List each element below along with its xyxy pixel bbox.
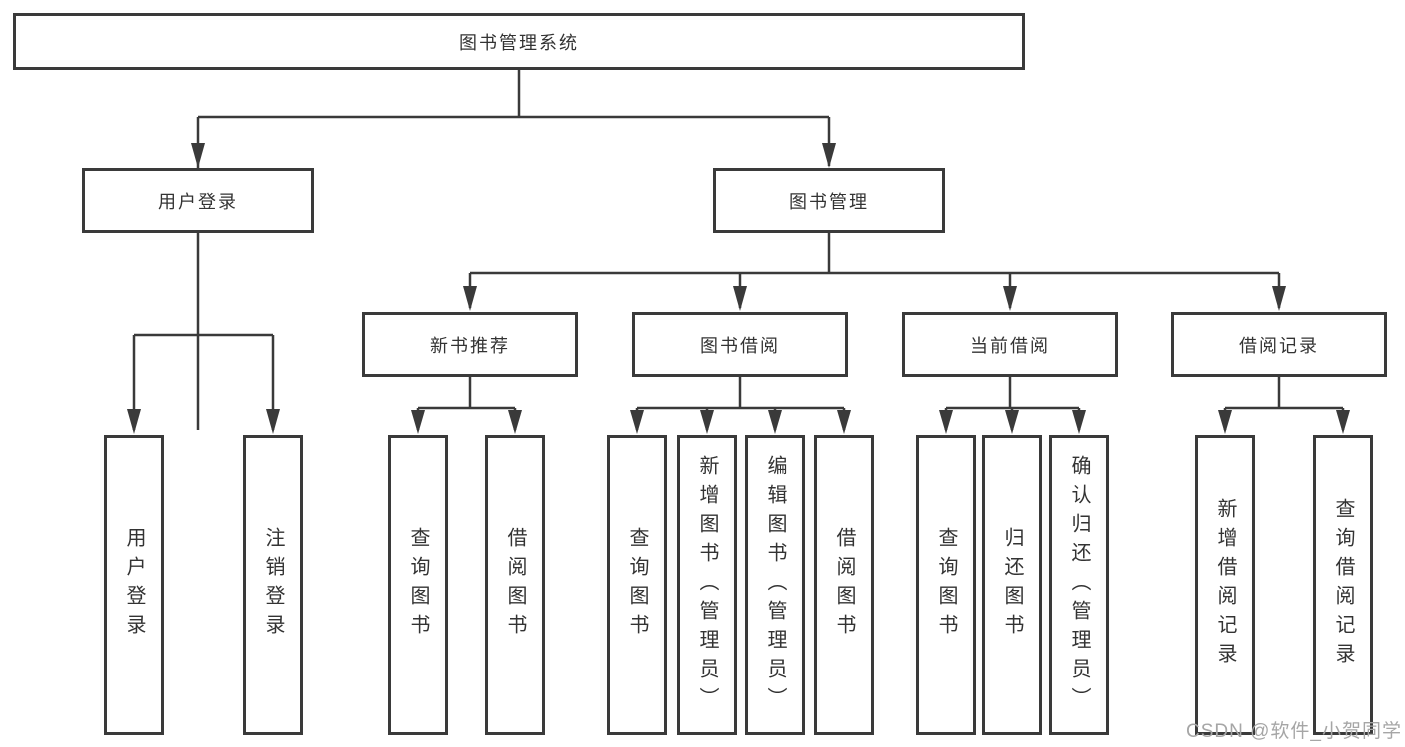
leaf-add-books-admin-label: 新增图书（管理员） (696, 454, 718, 716)
leaf-return-books: 归还图书 (982, 435, 1042, 735)
leaf-edit-books-admin-label: 编辑图书（管理员） (764, 454, 786, 716)
leaf-borrow-books-recommend: 借阅图书 (485, 435, 545, 735)
arrowhead-icon (700, 410, 714, 434)
arrowhead-icon (733, 286, 747, 311)
node-user-login-group: 用户登录 (82, 168, 314, 233)
leaf-confirm-return-admin: 确认归还（管理员） (1049, 435, 1109, 735)
arrowhead-icon (191, 143, 205, 168)
arrowhead-icon (939, 410, 953, 434)
node-book-borrowing: 图书借阅 (632, 312, 848, 377)
node-new-book-recommend: 新书推荐 (362, 312, 578, 377)
arrowhead-icon (1218, 410, 1232, 434)
leaf-logout-login-label: 注销登录 (262, 527, 284, 643)
leaf-user-login: 用户登录 (104, 435, 164, 735)
node-book-management: 图书管理 (713, 168, 945, 233)
arrowhead-icon (1072, 410, 1086, 434)
leaf-query-books-recommend-label: 查询图书 (407, 527, 429, 643)
leaf-borrow-books-recommend-label: 借阅图书 (504, 527, 526, 643)
leaf-borrow-books-borrowing: 借阅图书 (814, 435, 874, 735)
arrowhead-icon (463, 286, 477, 311)
leaf-add-borrow-record-label: 新增借阅记录 (1214, 498, 1236, 672)
leaf-add-books-admin: 新增图书（管理员） (677, 435, 737, 735)
arrowhead-icon (822, 143, 836, 168)
leaf-user-login-label: 用户登录 (123, 527, 145, 643)
arrowhead-icon (127, 409, 141, 434)
leaf-logout-login: 注销登录 (243, 435, 303, 735)
node-root: 图书管理系统 (13, 13, 1025, 70)
leaf-query-books-current: 查询图书 (916, 435, 976, 735)
watermark: CSDN @软件_小贺同学 (1186, 721, 1402, 742)
arrowhead-icon (411, 410, 425, 434)
arrowhead-icon (630, 410, 644, 434)
leaf-query-books-recommend: 查询图书 (388, 435, 448, 735)
arrowhead-icon (508, 410, 522, 434)
arrowhead-icon (1336, 410, 1350, 434)
leaf-return-books-label: 归还图书 (1001, 527, 1023, 643)
leaf-query-books-current-label: 查询图书 (935, 527, 957, 643)
leaf-add-borrow-record: 新增借阅记录 (1195, 435, 1255, 735)
leaf-query-borrow-record-label: 查询借阅记录 (1332, 498, 1354, 672)
arrowhead-icons (127, 143, 1350, 434)
arrowhead-icon (1005, 410, 1019, 434)
arrowhead-icon (768, 410, 782, 434)
node-current-borrowing: 当前借阅 (902, 312, 1118, 377)
leaf-query-books-borrowing: 查询图书 (607, 435, 667, 735)
leaf-query-books-borrowing-label: 查询图书 (626, 527, 648, 643)
arrowhead-icon (1003, 286, 1017, 311)
leaf-borrow-books-borrowing-label: 借阅图书 (833, 527, 855, 643)
arrowhead-icon (266, 409, 280, 434)
leaf-confirm-return-admin-label: 确认归还（管理员） (1068, 454, 1090, 716)
leaf-edit-books-admin: 编辑图书（管理员） (745, 435, 805, 735)
leaf-query-borrow-record: 查询借阅记录 (1313, 435, 1373, 735)
node-borrowing-records: 借阅记录 (1171, 312, 1387, 377)
arrowhead-icon (1272, 286, 1286, 311)
arrowhead-icon (837, 410, 851, 434)
